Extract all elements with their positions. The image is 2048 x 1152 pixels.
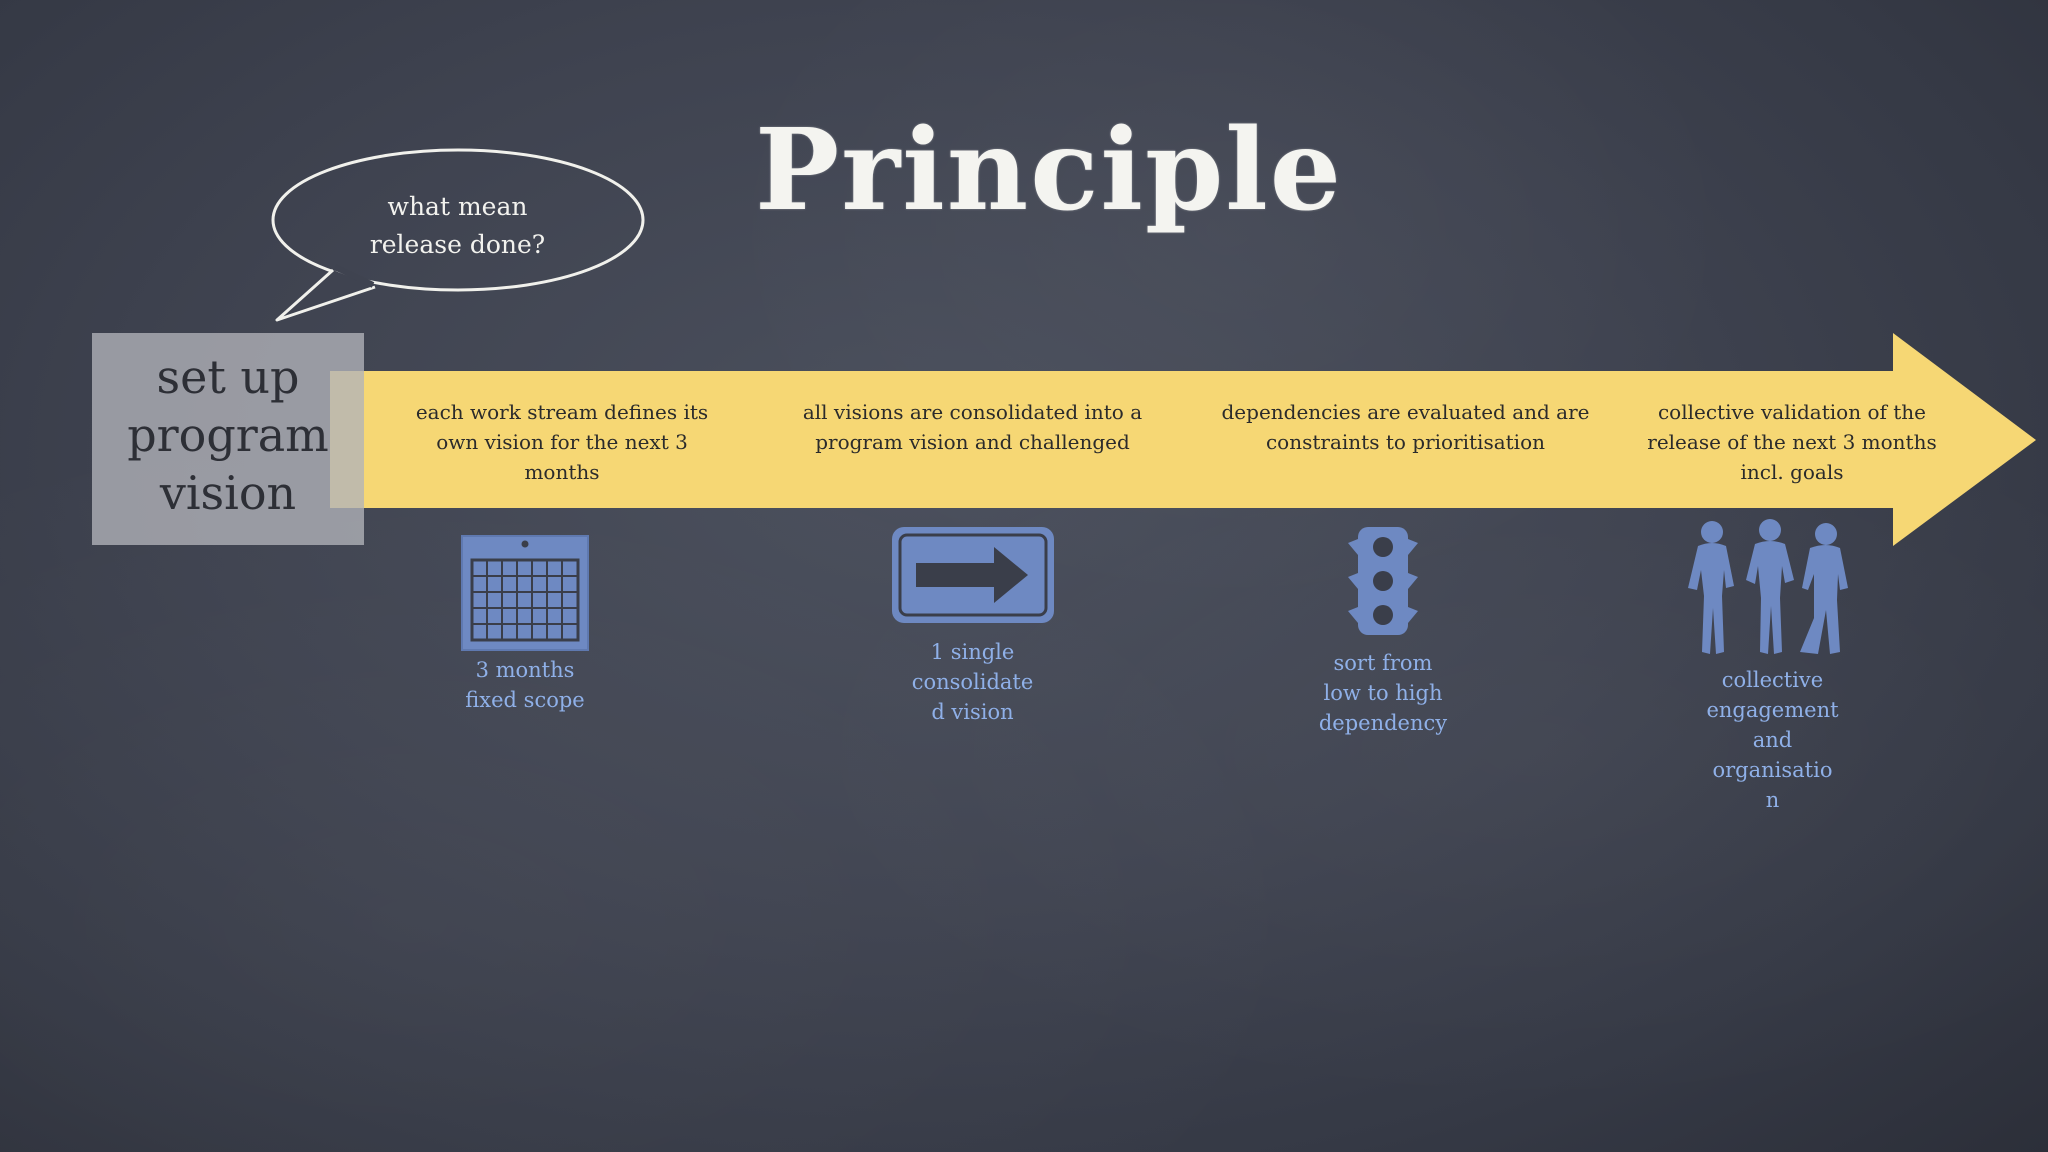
caption-line: 1 single — [930, 640, 1015, 664]
bubble-line: release done? — [369, 230, 546, 259]
caption-line: and — [1752, 728, 1793, 752]
caption-line: sort from — [1333, 651, 1433, 675]
step-line: constraints to prioritisation — [1265, 430, 1545, 454]
start-line: program — [127, 408, 329, 462]
step-line: each work stream defines its — [415, 400, 709, 424]
start-box-text: set up program vision — [92, 348, 364, 522]
caption-line: dependency — [1318, 711, 1448, 735]
people-group-icon — [1688, 519, 1848, 654]
step-line: months — [524, 460, 600, 484]
step-line: program vision and challenged — [815, 430, 1130, 454]
step-4-text: collective validation of the release of … — [1622, 397, 1962, 487]
slide-title: Principle — [755, 105, 1344, 236]
step-line: all visions are consolidated into a — [802, 400, 1143, 424]
speech-bubble — [271, 148, 645, 322]
step-3-caption: sort from low to high dependency — [1298, 648, 1468, 738]
caption-line: engagement — [1706, 698, 1839, 722]
caption-line: low to high — [1323, 681, 1443, 705]
step-2-text: all visions are consolidated into a prog… — [765, 397, 1180, 457]
step-4-caption: collective engagement and organisatio n — [1690, 665, 1855, 815]
right-arrow-sign-icon — [892, 527, 1054, 623]
calendar-icon — [461, 535, 589, 651]
traffic-light-icon — [1348, 527, 1418, 635]
step-1-text: each work stream defines its own vision … — [392, 397, 732, 487]
step-2-caption: 1 single consolidate d vision — [885, 637, 1060, 727]
caption-line: d vision — [931, 700, 1014, 724]
bubble-line: what mean — [387, 192, 528, 221]
speech-bubble-text: what mean release done? — [330, 188, 585, 264]
start-box — [92, 333, 364, 545]
timeline-arrow — [330, 333, 2036, 546]
caption-line: consolidate — [911, 670, 1034, 694]
start-line: vision — [159, 466, 297, 520]
caption-line: fixed scope — [465, 688, 585, 712]
step-line: dependencies are evaluated and are — [1221, 400, 1590, 424]
step-1-caption: 3 months fixed scope — [440, 655, 610, 715]
step-3-text: dependencies are evaluated and are const… — [1198, 397, 1613, 457]
start-line: set up — [156, 350, 300, 404]
step-line: own vision for the next 3 — [436, 430, 688, 454]
caption-line: 3 months — [475, 658, 575, 682]
caption-line: organisatio — [1712, 758, 1833, 782]
caption-line: n — [1765, 788, 1780, 812]
step-line: collective validation of the — [1657, 400, 1926, 424]
caption-line: collective — [1721, 668, 1824, 692]
step-line: release of the next 3 months — [1647, 430, 1937, 454]
step-line: incl. goals — [1740, 460, 1844, 484]
